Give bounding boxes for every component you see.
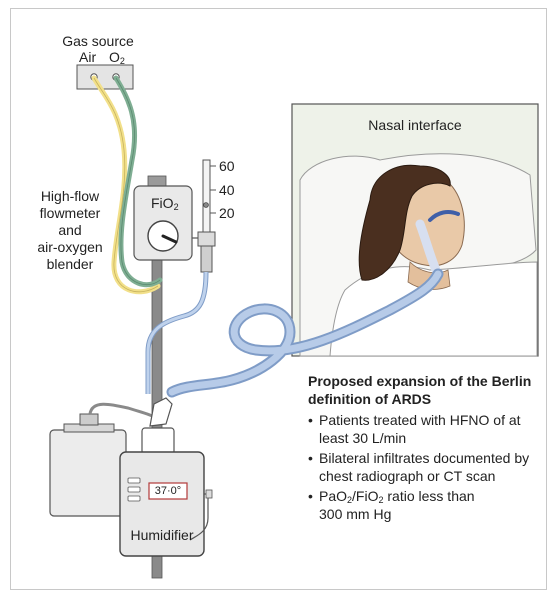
gas-source-label: Gas source [62,33,134,49]
expansion-panel: Proposed expansion of the Berlin definit… [308,372,543,525]
nasal-interface-label: Nasal interface [368,117,462,133]
scale-tick-40: 40 [219,182,235,198]
water-feed-line [88,402,157,420]
temperature-display [148,482,188,500]
nasal-cannula [428,210,460,222]
patient-hair [358,164,451,281]
flowmeter-blender-label: High-flow flowmeter and air-oxygen blend… [37,188,103,272]
o2-label: O2 [109,49,125,66]
criterion-hfno: Patients treated with HFNO of at least 3… [308,411,543,447]
flowmeter-tube [202,159,211,233]
criteria-list: Patients treated with HFNO of at least 3… [308,411,543,523]
humidifier-unit [119,451,205,557]
air-label: Air [79,49,97,65]
criterion-infiltrates: Bilateral infiltrates documented by ches… [308,449,543,485]
cannula-connector [415,219,441,275]
patient-neck [407,261,451,290]
scale-tick-60: 60 [219,158,235,174]
scale-tick-20: 20 [219,205,235,221]
humidifier-label: Humidifier [130,527,194,543]
humidifier-elbow [149,397,173,427]
gas-source-box [76,64,134,90]
fio2-label: FiO2 [151,195,179,212]
expansion-title: Proposed expansion of the Berlin definit… [308,373,532,407]
temperature-readout: 37·0° [154,485,182,497]
criterion-pao2-fio2: PaO2/FiO2 ratio less than 300 mm Hg [308,487,543,523]
water-container [49,429,127,517]
